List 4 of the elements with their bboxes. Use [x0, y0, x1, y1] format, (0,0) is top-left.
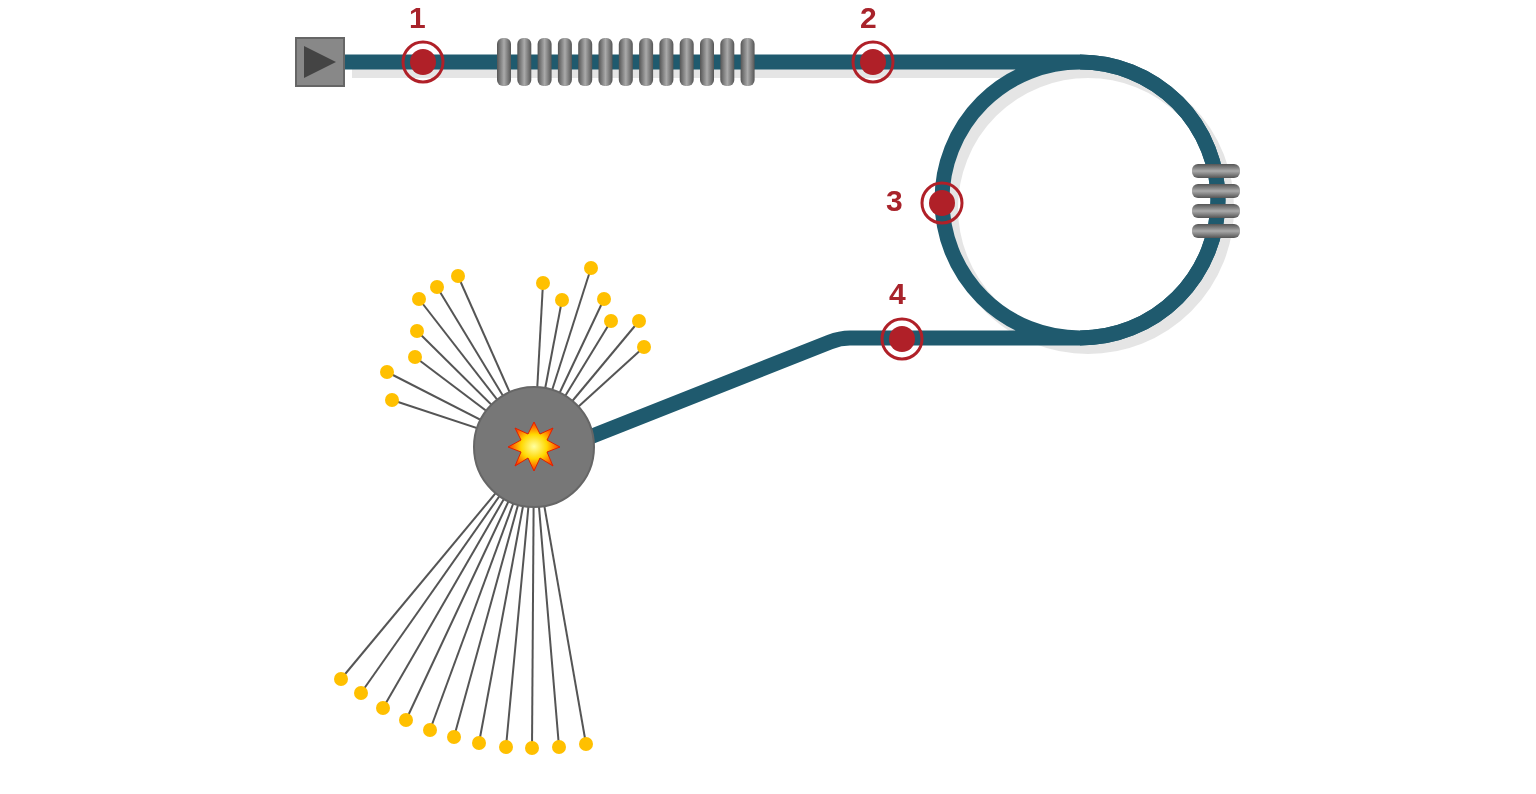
callout-number: 2 [860, 3, 877, 33]
callout-number: 4 [889, 279, 906, 309]
callout-number: 1 [409, 3, 426, 33]
callout-number: 3 [886, 186, 903, 216]
